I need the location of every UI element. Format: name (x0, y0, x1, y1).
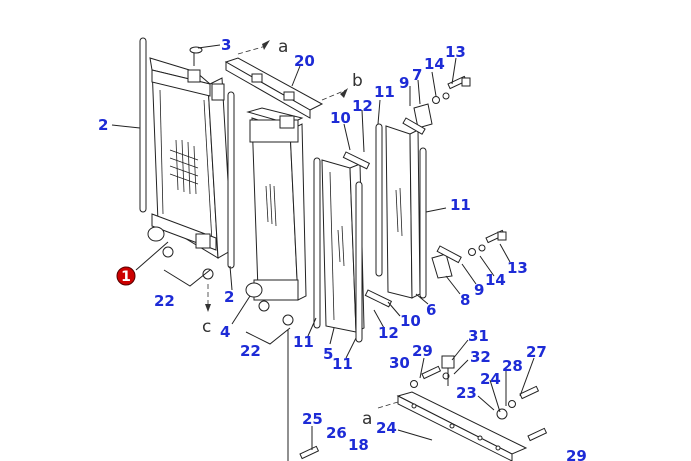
callout-25: 25 (302, 410, 323, 428)
callout-23: 23 (456, 384, 477, 402)
callout-3: 3 (221, 36, 231, 54)
callout-30: 30 (389, 354, 410, 372)
callout-12-top: 12 (352, 97, 373, 115)
callout-31: 31 (468, 327, 489, 345)
callout-26: 26 (326, 424, 347, 442)
callout-11-right: 11 (450, 196, 471, 214)
callout-20: 20 (294, 52, 315, 70)
ref-a-bottom: a (362, 409, 372, 429)
bolts-upper (432, 75, 471, 104)
callout-28: 28 (502, 357, 523, 375)
middle-radiator (245, 107, 307, 301)
leader-lines (111, 40, 535, 450)
callout-9-bottom: 9 (474, 281, 484, 299)
callout-14-top: 14 (424, 55, 445, 73)
ref-a-top: a (278, 37, 288, 57)
callout-29-top: 29 (412, 342, 433, 360)
nuts-22 (162, 246, 294, 345)
assembly-marker: 1 (116, 266, 136, 286)
callout-10-top: 10 (330, 109, 351, 127)
bolts-lower (468, 229, 507, 256)
callout-numbers: 2 3 20 9 7 14 13 11 12 10 11 14 13 9 8 6… (98, 36, 587, 461)
callout-27: 27 (526, 343, 547, 361)
callout-24-right: 24 (480, 370, 501, 388)
callout-22-lower: 22 (240, 342, 261, 360)
callout-22-left: 22 (154, 292, 175, 310)
callout-2-lower: 2 (224, 288, 234, 306)
assembly-marker-label: 1 (121, 269, 131, 285)
ref-c: c (202, 317, 211, 337)
callout-13-top: 13 (445, 43, 466, 61)
callout-12-bottom: 12 (378, 324, 399, 342)
ref-b: b (352, 71, 363, 91)
callout-6: 6 (426, 301, 436, 319)
callout-11-bottom: 11 (332, 355, 353, 373)
callout-14-bottom: 14 (485, 271, 506, 289)
right-radiator-pack (313, 103, 462, 343)
callout-5: 5 (323, 345, 333, 363)
callout-10-bottom: 10 (400, 312, 421, 330)
callout-7: 7 (412, 66, 422, 84)
reference-letters: a b c a (202, 37, 372, 429)
callout-18: 18 (348, 436, 369, 454)
callout-13-bottom: 13 (507, 259, 528, 277)
callout-9-top: 9 (399, 74, 409, 92)
callout-11-top: 11 (374, 83, 395, 101)
lower-frame (287, 330, 548, 461)
upper-bracket (224, 57, 324, 119)
callout-11-lower: 11 (293, 333, 314, 351)
callout-29-bottom: 29 (566, 447, 587, 461)
callout-2-left: 2 (98, 116, 108, 134)
callout-32: 32 (470, 348, 491, 366)
callout-4: 4 (220, 323, 230, 341)
callout-24-left: 24 (376, 419, 397, 437)
callout-8: 8 (460, 291, 470, 309)
main-radiator (139, 37, 235, 269)
